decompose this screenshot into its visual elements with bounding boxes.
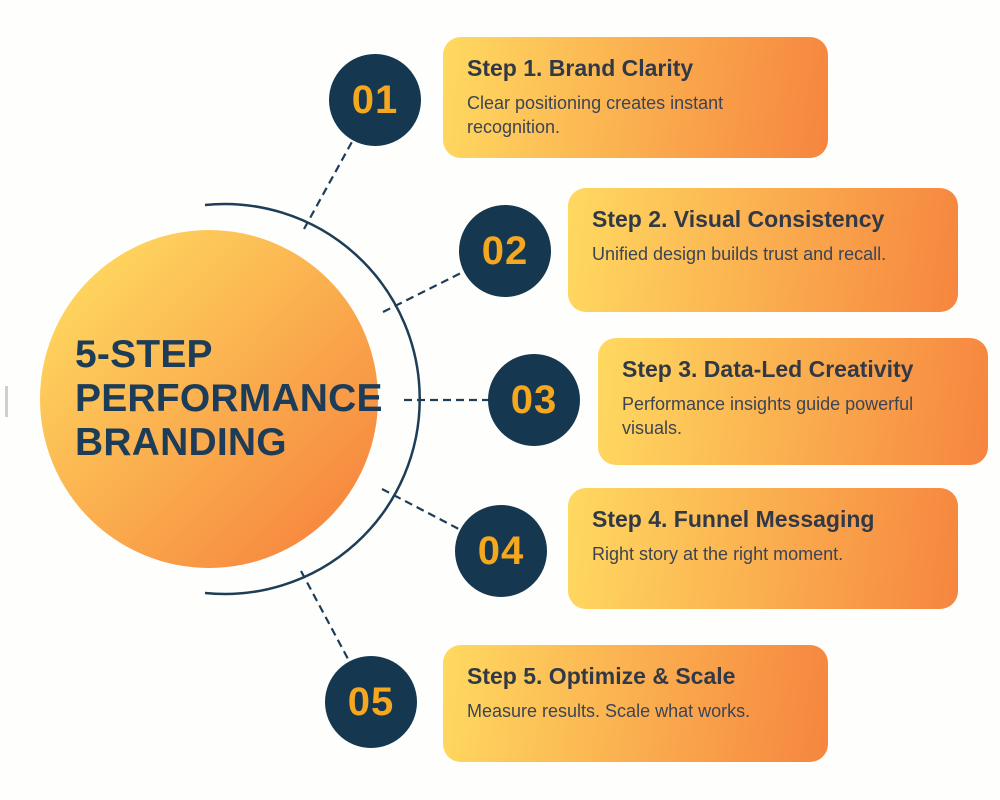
step-card-2-title: Step 2. Visual Consistency	[592, 206, 885, 232]
step-card-1: Step 1. Brand Clarity Clear positioning …	[443, 37, 828, 158]
connector-line-2	[382, 250, 506, 313]
hub-title: 5-STEP PERFORMANCE BRANDING	[75, 333, 383, 464]
step-card-3: Step 3. Data-Led Creativity Performance …	[598, 338, 988, 465]
step-card-2: Step 2. Visual Consistency Unified desig…	[568, 188, 958, 312]
step-card-4-description: Right story at the right moment.	[592, 543, 844, 564]
step-card-5: Step 5. Optimize & Scale Measure results…	[443, 645, 828, 762]
step-card-1-description: Clear positioning creates instant recogn…	[467, 92, 724, 138]
hub-circle: 5-STEP PERFORMANCE BRANDING	[40, 230, 383, 568]
step-card-4: Step 4. Funnel Messaging Right story at …	[568, 488, 958, 609]
step-number-badge-3: 03	[488, 354, 580, 446]
step-number-badge-5: 05	[325, 656, 417, 748]
step-number-2: 02	[481, 228, 529, 273]
step-number-badge-2: 02	[459, 205, 551, 297]
step-card-2-description: Unified design builds trust and recall.	[592, 243, 887, 264]
step-number-badge-1: 01	[329, 54, 421, 146]
hub-title-line-2: PERFORMANCE	[75, 377, 383, 421]
step-card-4-title: Step 4. Funnel Messaging	[592, 506, 875, 532]
step-number-3: 03	[510, 377, 558, 422]
step-card-5-description: Measure results. Scale what works.	[467, 700, 751, 721]
step-card-1-title: Step 1. Brand Clarity	[467, 55, 694, 81]
step-number-badge-4: 04	[455, 505, 547, 597]
step-number-5: 05	[347, 679, 395, 724]
hub-title-line-3: BRANDING	[75, 420, 287, 464]
step-number-1: 01	[351, 77, 399, 122]
hub-title-line-1: 5-STEP	[75, 333, 213, 377]
step-card-5-title: Step 5. Optimize & Scale	[467, 663, 736, 689]
step-card-3-title: Step 3. Data-Led Creativity	[622, 356, 914, 382]
step-number-4: 04	[477, 528, 525, 573]
left-edge-tick	[5, 386, 8, 417]
step-card-3-description: Performance insights guide powerful visu…	[622, 393, 914, 439]
